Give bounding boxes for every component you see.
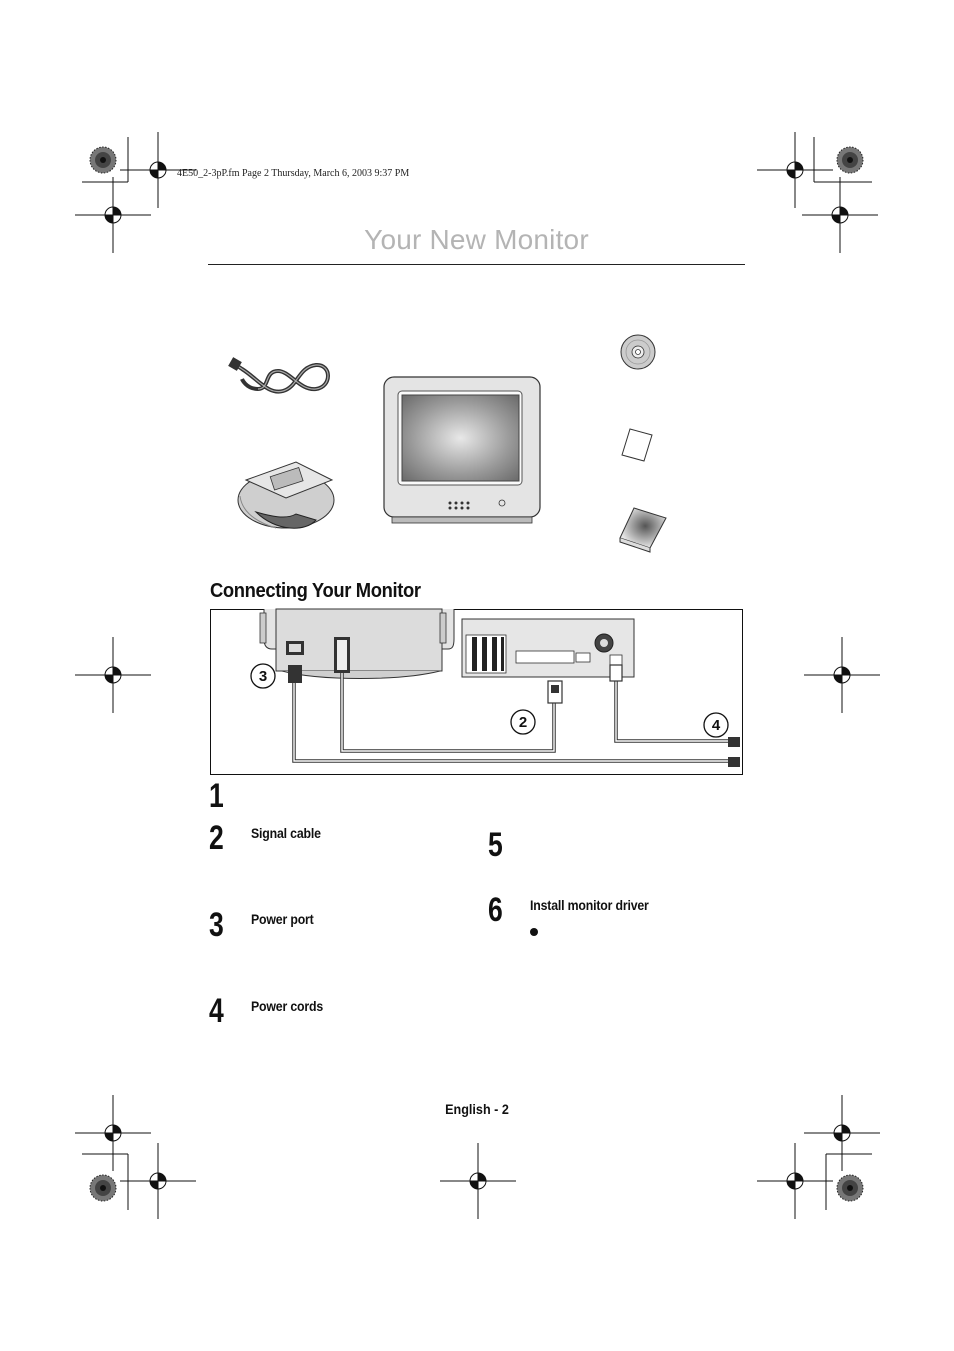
cd-rom-icon	[620, 334, 656, 370]
registration-mark-icon	[74, 636, 152, 714]
color-wheel-icon	[836, 146, 864, 174]
step-6-label: Install monitor driver	[530, 897, 649, 913]
registration-mark-icon	[119, 1142, 197, 1220]
registration-mark-icon	[801, 176, 879, 254]
file-info: 4E50_2-3pP.fm Page 2 Thursday, March 6, …	[177, 168, 410, 179]
page-title: Your New Monitor	[364, 224, 589, 255]
step-6-number: 6	[488, 891, 503, 929]
monitor-stand-icon	[237, 461, 335, 529]
registration-mark-icon	[74, 176, 152, 254]
step-2-number: 2	[209, 819, 224, 857]
step-3-number: 3	[209, 906, 224, 944]
step-3-label: Power port	[251, 911, 314, 927]
registration-mark-icon	[756, 1142, 834, 1220]
monitor-rear	[259, 608, 455, 679]
step-2-label: Signal cable	[251, 825, 321, 841]
color-wheel-icon	[836, 1174, 864, 1202]
color-wheel-icon	[89, 146, 117, 174]
warranty-card-icon	[621, 428, 653, 462]
bullet-icon	[530, 928, 538, 936]
step-4-number: 4	[209, 992, 224, 1030]
registration-mark-icon	[756, 131, 834, 209]
step-4-label: Power cords	[251, 998, 324, 1014]
title-divider	[208, 264, 745, 265]
callout-4: 4	[712, 717, 721, 734]
computer-rear	[461, 618, 635, 678]
color-wheel-icon	[89, 1174, 117, 1202]
crt-monitor-icon	[383, 376, 541, 524]
step-1-number: 1	[209, 777, 224, 815]
registration-mark-icon	[803, 636, 881, 714]
callout-2: 2	[519, 714, 527, 731]
manual-booklet-icon	[619, 507, 667, 553]
connection-diagram-art: 3 2 4	[250, 608, 740, 767]
step-5-number: 5	[488, 826, 503, 864]
registration-mark-icon	[74, 1094, 152, 1172]
callout-3: 3	[259, 668, 267, 685]
section-heading: Connecting Your Monitor	[210, 580, 421, 602]
registration-mark-icon	[803, 1094, 881, 1172]
power-cord-icon	[228, 357, 330, 394]
registration-mark-icon	[439, 1142, 517, 1220]
page-footer: English - 2	[445, 1101, 509, 1117]
